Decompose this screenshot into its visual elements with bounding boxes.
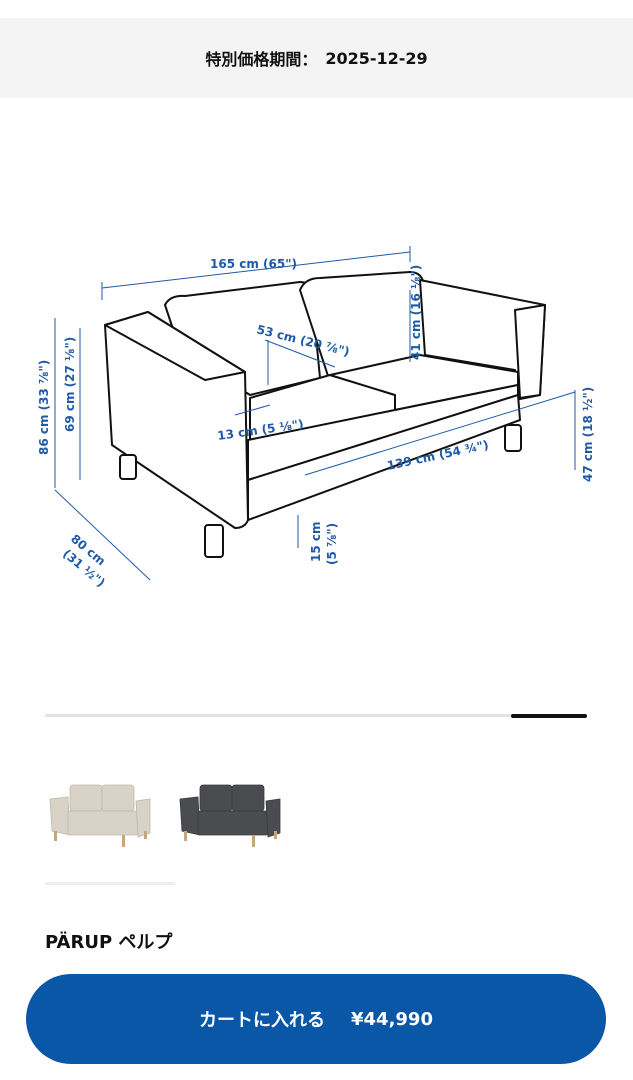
- beige-sofa-thumbnail: [49, 784, 151, 847]
- add-to-cart-label: カートに入れる: [199, 1010, 325, 1031]
- add-to-cart-button[interactable]: カートに入れる ¥44,990: [26, 974, 606, 1064]
- leg-height-cm-label: 15 cm: [309, 522, 323, 563]
- promo-date: 2025-12-29: [325, 48, 428, 68]
- price: ¥44,990: [351, 1008, 433, 1030]
- variant-beige[interactable]: [45, 770, 155, 860]
- color-variants: [45, 770, 285, 860]
- carousel-scroll-thumb[interactable]: [511, 713, 587, 718]
- leg-height-in-label: (5 ⅞"): [325, 523, 339, 565]
- variant-selection-indicator: [45, 882, 175, 885]
- variant-dark-gray[interactable]: [175, 770, 285, 860]
- width-label: 165 cm (65"): [210, 257, 297, 271]
- product-name: PÄRUP ペルプ: [45, 932, 173, 953]
- sofa-dimensions-illustration: 165 cm (65") 53 cm (20 ⅞") 41 cm (16 ⅛")…: [37, 246, 595, 590]
- seat-height-label: 47 cm (18 ½"): [581, 387, 595, 482]
- armrest-height-label: 69 cm (27 ⅛"): [63, 337, 77, 432]
- dimensions-diagram[interactable]: 165 cm (65") 53 cm (20 ⅞") 41 cm (16 ⅛")…: [0, 230, 633, 600]
- total-height-label: 86 cm (33 ⅞"): [37, 360, 51, 455]
- back-height-label: 41 cm (16 ⅛"): [409, 265, 423, 360]
- dark-gray-sofa-thumbnail: [179, 784, 281, 847]
- special-price-banner: 特別価格期間： 2025-12-29: [0, 18, 633, 98]
- image-carousel-scrollbar[interactable]: [45, 713, 587, 718]
- promo-label: 特別価格期間：: [205, 50, 318, 69]
